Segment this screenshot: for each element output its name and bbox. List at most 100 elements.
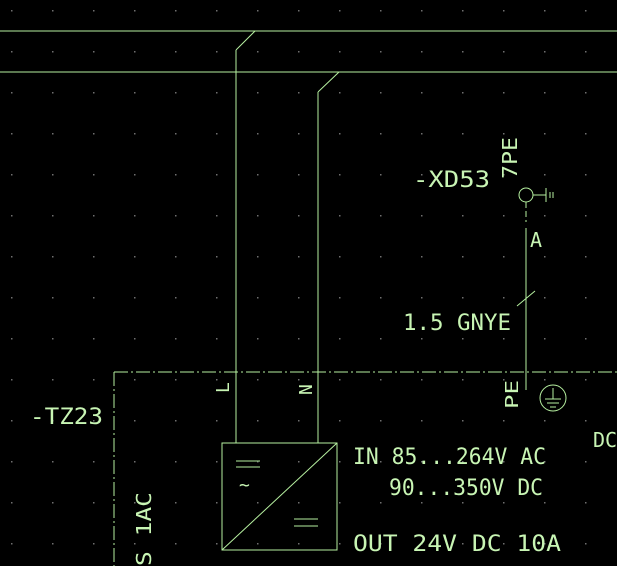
- grid-dot: [257, 297, 259, 299]
- grid-dot: [421, 215, 423, 217]
- grid-dot: [257, 256, 259, 258]
- grid-dot: [544, 543, 546, 545]
- grid-dot: [134, 338, 136, 340]
- grid-dot: [544, 461, 546, 463]
- grid-dot: [380, 256, 382, 258]
- grid-dot: [503, 379, 505, 381]
- grid-dot: [52, 51, 54, 53]
- protective-earth-icon: [539, 384, 567, 412]
- grid-dot: [11, 215, 13, 217]
- grid-dot: [544, 338, 546, 340]
- grid-dot: [93, 133, 95, 135]
- grid-dot: [544, 92, 546, 94]
- grid-dot: [11, 10, 13, 12]
- grid-dot: [134, 461, 136, 463]
- grid-dot: [52, 420, 54, 422]
- grid-dot: [462, 543, 464, 545]
- grid-dot: [503, 10, 505, 12]
- grid-dot: [11, 461, 13, 463]
- grid-dot: [52, 543, 54, 545]
- grid-dot: [544, 174, 546, 176]
- grid-dot: [544, 215, 546, 217]
- pe-wire[interactable]: 1.5 GNYE: [403, 202, 536, 372]
- grid-dot: [503, 461, 505, 463]
- grid-dot: [52, 256, 54, 258]
- grid-dot: [257, 420, 259, 422]
- ac-symbol: ~: [239, 475, 250, 496]
- grid-dot: [421, 51, 423, 53]
- grid-dot: [52, 92, 54, 94]
- grid-dot: [421, 379, 423, 381]
- grid-dot: [585, 543, 587, 545]
- grid-dot: [298, 92, 300, 94]
- grid-dot: [339, 133, 341, 135]
- grid-dot: [175, 502, 177, 504]
- grid-dot: [339, 543, 341, 545]
- grid-dot: [339, 215, 341, 217]
- terminal-circle-icon[interactable]: [518, 187, 534, 203]
- grid-dot: [175, 51, 177, 53]
- grid-dot: [503, 174, 505, 176]
- grid-dot: [52, 502, 54, 504]
- grid-dot: [339, 338, 341, 340]
- grid-dot: [421, 10, 423, 12]
- grid-dot: [585, 379, 587, 381]
- grid-dot: [503, 256, 505, 258]
- grid-dot: [134, 256, 136, 258]
- grid-dot: [503, 92, 505, 94]
- terminal-xd53[interactable]: -XD53 7PE A: [413, 137, 554, 252]
- grid-dot: [298, 461, 300, 463]
- grid-dot: [175, 215, 177, 217]
- grid-dot: [462, 10, 464, 12]
- grid-dot: [257, 461, 259, 463]
- grid-dot: [134, 51, 136, 53]
- grid-dot: [175, 133, 177, 135]
- grid-dot: [421, 502, 423, 504]
- grid-dot: [298, 502, 300, 504]
- grid-dot: [257, 51, 259, 53]
- device-tag: -TZ23: [30, 405, 103, 430]
- grid-dot: [503, 543, 505, 545]
- grid-dot: [134, 133, 136, 135]
- grid-dot: [544, 502, 546, 504]
- grid-dot: [216, 215, 218, 217]
- grid-dot: [257, 10, 259, 12]
- grid-dot: [585, 92, 587, 94]
- grid-dot: [134, 297, 136, 299]
- grid-dot: [93, 420, 95, 422]
- grid-dot: [339, 420, 341, 422]
- terminal-n-label: N: [296, 384, 317, 395]
- terminal-number: 7PE: [498, 137, 522, 179]
- grid-dot: [339, 502, 341, 504]
- grid-dot: [257, 133, 259, 135]
- grid-dot: [585, 215, 587, 217]
- grid-dot: [298, 174, 300, 176]
- grid-dot: [339, 51, 341, 53]
- grid-dot: [421, 92, 423, 94]
- grid-dot: [380, 297, 382, 299]
- grid-dot: [298, 51, 300, 53]
- grid-dot: [93, 502, 95, 504]
- grid-dot: [93, 338, 95, 340]
- bus-wires[interactable]: [0, 30, 617, 443]
- grid-dot: [52, 174, 54, 176]
- grid-dot: [585, 256, 587, 258]
- grid-dot: [175, 379, 177, 381]
- grid-dot: [93, 297, 95, 299]
- device-frame: [113, 371, 617, 566]
- grid-dot: [339, 256, 341, 258]
- right-edge-label: DC: [593, 428, 617, 452]
- grid-dot: [257, 338, 259, 340]
- grid-dot: [585, 502, 587, 504]
- ac-dc-converter-icon[interactable]: [221, 442, 338, 551]
- grid-dot: [339, 297, 341, 299]
- grid-dot: [257, 543, 259, 545]
- grid-dot: [93, 10, 95, 12]
- input-spec-line1: IN 85...264V AC: [353, 445, 546, 470]
- wire-label: 1.5 GNYE: [403, 311, 511, 336]
- grid-dot: [134, 10, 136, 12]
- grid-dot: [462, 461, 464, 463]
- grid-dot: [11, 338, 13, 340]
- grid-dot: [380, 338, 382, 340]
- grid-dot: [93, 543, 95, 545]
